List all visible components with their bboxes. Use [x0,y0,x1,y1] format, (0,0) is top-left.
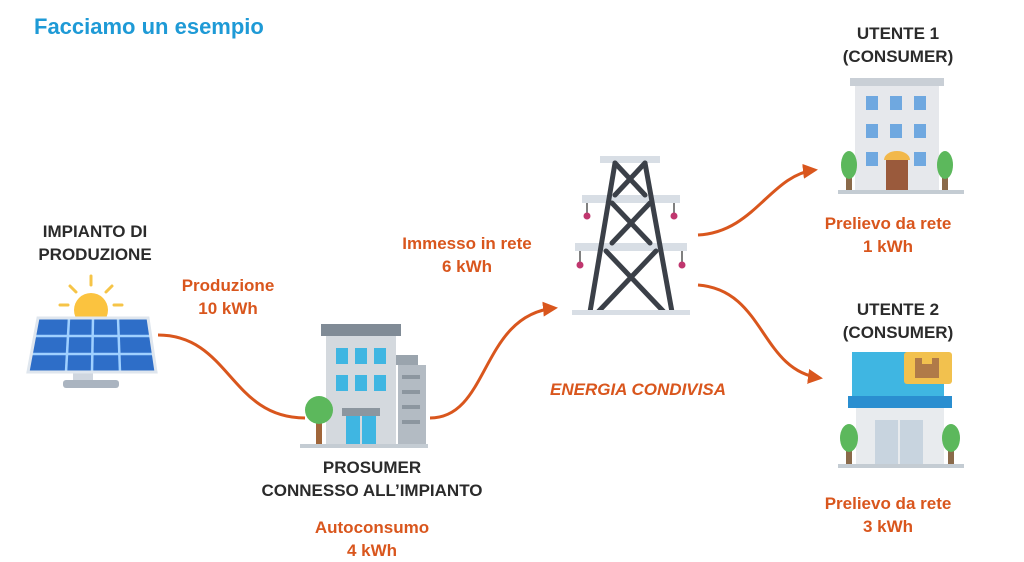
utente1-name-line2: (CONSUMER) [842,47,954,66]
utente2-prelievo-title: Prelievo da rete [824,494,952,513]
solar-panel-icon [26,316,158,388]
utente1-prelievo-value: 1 kWh [862,237,914,256]
immesso-value: 6 kWh [441,257,493,276]
flow-immesso-arrow [429,301,558,420]
prosumer-name-line1: PROSUMER [322,458,422,477]
prosumer-name-line2: CONNESSO ALL’IMPIANTO [261,481,483,500]
page-title: Facciamo un esempio [34,14,264,39]
utente2-prelievo-value: 3 kWh [862,517,914,536]
produzione-label: Produzione 10 kWh [158,274,298,320]
utente2-label: UTENTE 2 (CONSUMER) [818,298,978,344]
flow-utente2-arrow [697,283,823,384]
energia-condivisa-label: ENERGIA CONDIVISA [549,380,726,399]
immesso-title: Immesso in rete [402,234,532,253]
autoconsumo-label: Autoconsumo 4 kWh [272,516,472,562]
utente2-name-line2: (CONSUMER) [842,323,954,342]
impianto-name-line1: IMPIANTO DI [42,222,148,241]
utente1-name-line1: UTENTE 1 [856,24,940,43]
shop-building-icon [838,352,964,468]
flow-produzione-line [157,333,306,420]
office-building-icon [300,324,428,448]
prosumer-label: PROSUMER CONNESSO ALL’IMPIANTO [222,456,522,502]
power-pylon-icon [572,156,690,315]
autoconsumo-title: Autoconsumo [314,518,430,537]
impianto-name-line2: PRODUZIONE [38,245,152,264]
flow-utente1-arrow [697,163,818,237]
immesso-label: Immesso in rete 6 kWh [374,232,560,278]
utente1-label: UTENTE 1 (CONSUMER) [818,22,978,68]
produzione-title: Produzione [181,276,275,295]
apartment-building-icon [838,78,964,194]
utente2-name-line1: UTENTE 2 [856,300,940,319]
utente1-prelievo-title: Prelievo da rete [824,214,952,233]
impianto-label: IMPIANTO DI PRODUZIONE [20,220,170,266]
utente2-prelievo-label: Prelievo da rete 3 kWh [800,492,976,538]
utente1-prelievo-label: Prelievo da rete 1 kWh [800,212,976,258]
produzione-value: 10 kWh [198,299,258,318]
autoconsumo-value: 4 kWh [346,541,398,560]
